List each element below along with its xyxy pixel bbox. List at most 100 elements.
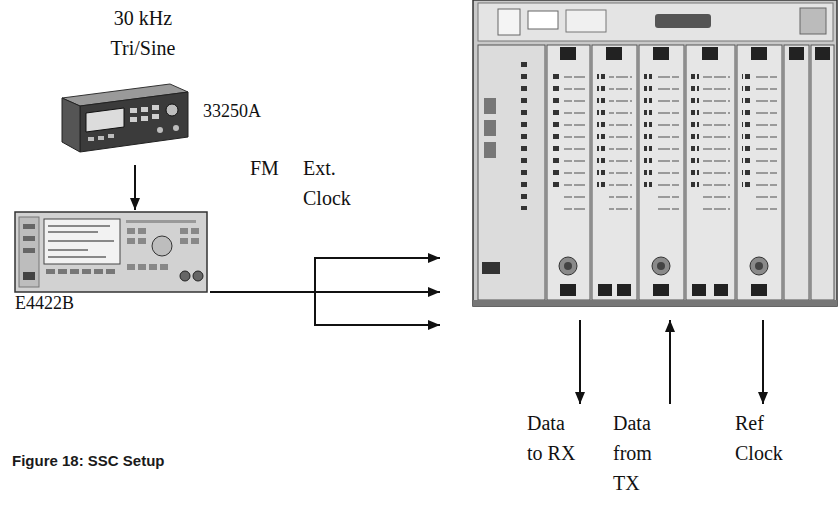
signal-generator-illustration [15,212,207,292]
mainframe-illustration [473,0,837,306]
connector-line [210,292,440,325]
signal-generator-illustration [191,228,199,234]
function-generator-illustration [62,98,80,152]
signal-generator-illustration [149,264,157,270]
mainframe-illustration [702,47,718,60]
function-generator-illustration [80,92,188,152]
mainframe-illustration [606,47,622,60]
port-label: Data from TX [613,408,668,498]
port-arrows [669,320,671,404]
function-generator-illustration [108,134,114,138]
signal-generator-illustration [48,256,106,258]
instrument-name: 33250A [203,100,261,122]
mainframe-illustration [566,10,606,32]
signal-generator-illustration [127,228,135,234]
signal-generator-illustration [44,219,120,264]
signal-generator-illustration [193,271,203,281]
function-generator-illustration [141,116,148,121]
mainframe-illustration [800,8,826,34]
signal-generator-illustration [48,249,88,251]
function-generator: 33250A [60,80,270,165]
mainframe-illustration [484,142,496,158]
mainframe-illustration [617,284,631,296]
label-slot: 30 kHz Tri/Sine [103,3,183,63]
signal-generator-illustration [127,238,135,244]
signal-generator-illustration [138,264,146,270]
mainframe-illustration [484,120,496,136]
mainframe-illustration [560,47,576,60]
mainframe-illustration [473,0,837,306]
port-arrows [580,320,763,404]
text-slot: E4422B [15,292,74,314]
port-arrows [579,320,581,404]
figure-caption: Figure 18: SSC Setup [12,452,165,470]
signal-generator-illustration [23,248,35,253]
caption-slot: Figure 18: SSC Setup [12,452,165,470]
port-label: Data to RX [527,408,583,468]
label-slot: Ext. Clock [303,153,363,213]
signal-generator-illustration [19,217,39,287]
signal-setting: 30 kHz Tri/Sine [103,3,183,63]
mainframe-illustration [547,45,590,300]
mainframe-chassis [440,0,838,310]
function-generator-illustration [157,127,163,133]
mainframe-illustration [482,262,500,274]
signal-generator-illustration [106,269,115,274]
mainframe-illustration [609,68,632,218]
mainframe-illustration [597,68,605,188]
signal-generator-illustration [58,269,67,274]
label-slot: Data from TX [613,408,668,498]
connector-line [134,165,136,210]
mainframe-illustration [755,262,763,270]
mainframe-illustration [742,68,750,188]
mainframe-illustration [559,257,577,275]
function-generator-illustration [62,84,188,152]
mainframe-illustration [598,284,612,296]
mainframe-illustration [520,60,528,210]
signal-generator-illustration [138,228,146,234]
signal-generator-illustration [48,225,110,227]
mainframe-illustration [564,68,585,218]
function-generator-illustration [130,117,137,122]
label-slot: Ref Clock [735,408,791,468]
signal-generator-illustration [23,236,35,241]
function-generator-illustration [152,105,159,110]
signal-connector [210,258,440,325]
connector-label: Ext. Clock [303,153,363,213]
signal-generator-illustration [138,238,146,244]
mainframe-illustration [653,284,669,296]
mainframe-illustration [784,45,809,300]
mainframe-illustration [644,68,652,188]
function-generator-illustration [130,108,137,113]
mainframe-illustration [652,257,670,275]
signal-generator-illustration [160,264,168,270]
mainframe-illustration [478,3,833,41]
mainframe-illustration [653,47,669,60]
function-generator-illustration [141,107,148,112]
mainframe-illustration [815,47,830,60]
signal-connector [135,165,136,210]
mainframe-illustration [811,45,834,300]
signal-generator-illustration [180,228,188,234]
signal-generator-illustration [180,238,188,244]
mainframe-illustration [552,68,560,188]
signal-generator-illustration [15,212,207,292]
signal-generator-illustration [48,231,98,233]
mainframe-illustration [592,45,637,300]
signal-generator-illustration [152,236,172,256]
connector-line [210,258,440,292]
label-slot: Data to RX [527,408,583,468]
signal-generator-illustration [126,220,196,223]
text-slot: 33250A [203,100,261,122]
mainframe-illustration [789,47,804,60]
signal-generator-illustration [180,271,190,281]
signal-generator: E4422B [12,210,210,316]
connectors [135,165,440,325]
modulation-label: FM [250,153,279,183]
signal-generator-illustration [23,224,35,229]
mainframe-illustration [560,284,576,296]
function-generator-illustration [152,114,159,119]
mainframe-illustration [657,262,665,270]
